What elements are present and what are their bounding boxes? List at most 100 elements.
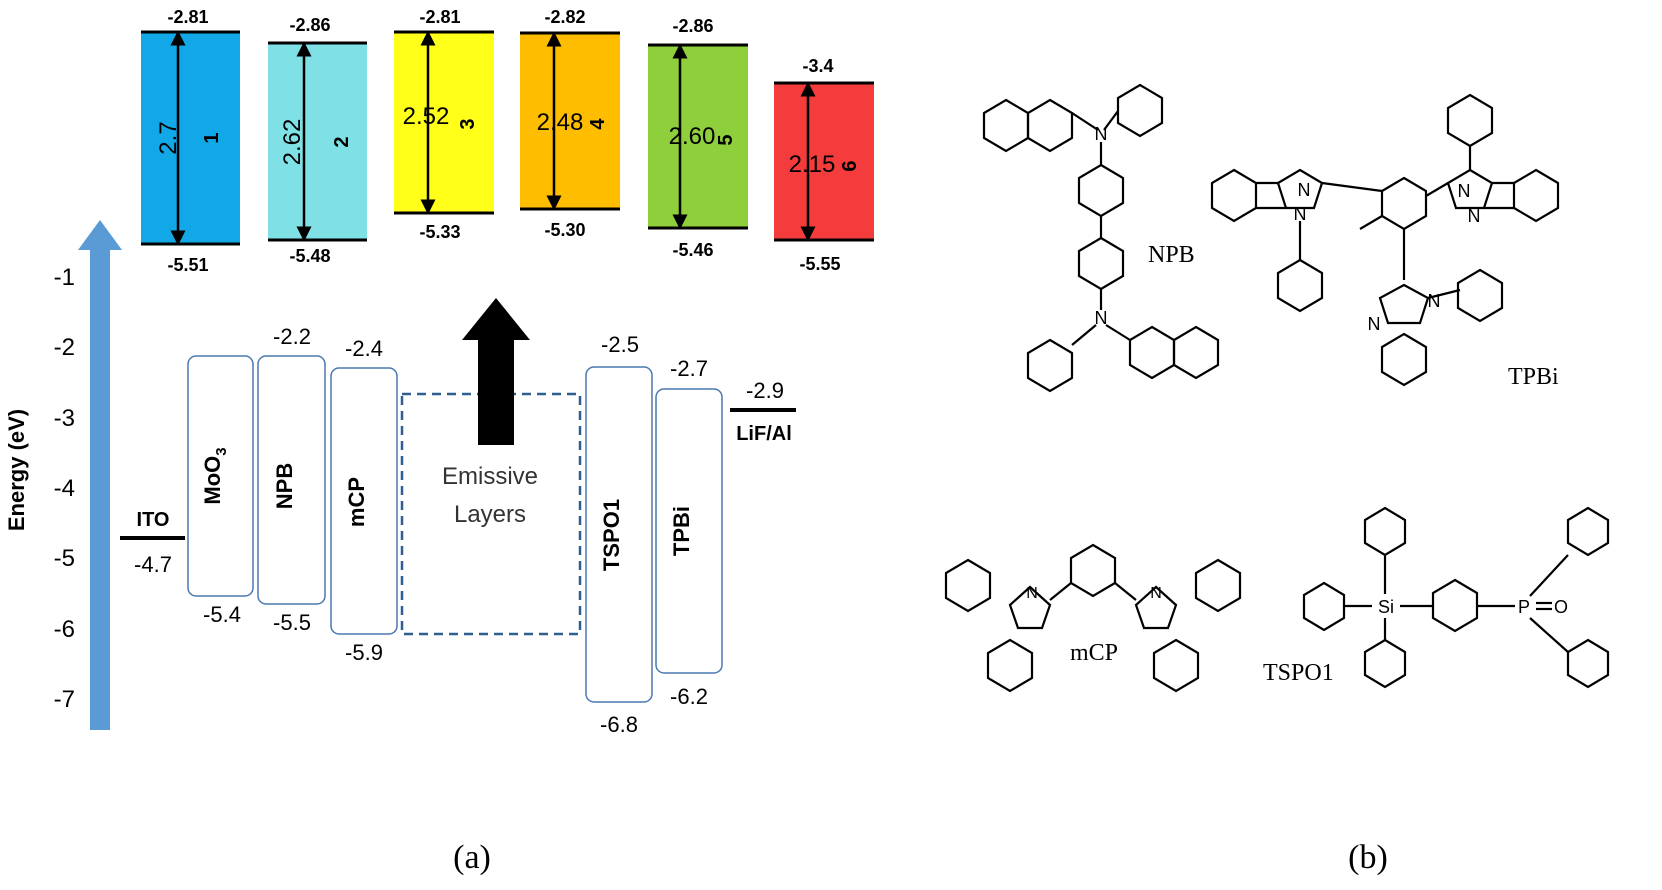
homo-level: -6.2 [670,684,708,709]
molecular-structures: N N NPB N N N [944,83,1610,693]
axis-label: Energy (eV) [4,409,29,531]
cathode-level: -2.9 [746,378,784,403]
homo-level: -5.5 [273,610,311,635]
energy-diagram: Energy (eV) -1 -2 -3 -4 -5 -6 -7 ITO -4.… [4,7,874,737]
homo-level: -5.33 [419,222,460,242]
layer-name: MoO [200,456,225,505]
atom-label: N [1150,585,1162,602]
ito-electrode: ITO -4.7 [120,509,185,577]
homo-level: -5.48 [289,246,330,266]
layer-tpbi: -2.7 TPBi -6.2 [655,356,723,709]
atom-label: N [1298,180,1311,200]
cathode-label: LiF/Al [736,423,792,445]
homo-level: -5.4 [203,602,241,627]
atom-label: O [1554,597,1568,617]
lumo-level: -2.5 [601,332,639,357]
lumo-level: -2.4 [345,336,383,361]
atom-label: Si [1378,597,1394,617]
layer-subscript: 3 [213,447,230,455]
gap-value: 2.15 [789,151,836,178]
homo-level: -5.9 [345,640,383,665]
caption-a: (a) [453,839,491,876]
molecule-label-tspo1: TSPO1 [1263,660,1334,686]
emitter-band-6: -3.4 2.15 6 -5.55 [774,56,874,274]
emitter-id: 5 [715,134,737,145]
tick-label: -3 [54,405,75,432]
layer-label: TSPO1 [599,499,624,571]
homo-level: -6.8 [600,712,638,737]
emitter-id: 3 [457,118,479,129]
emissive-label-line2: Layers [454,501,526,528]
layer-npb: -2.2 NPB -5.5 [257,324,326,635]
emitter-band-1: -2.81 2.7 1 -5.51 [141,7,240,275]
layer-label: NPB [272,463,297,509]
structure-tspo1 [1302,506,1610,689]
tick-label: -5 [54,545,75,572]
layer-tspo1: -2.5 TSPO1 -6.8 [585,332,653,737]
lumo-level: -2.86 [672,16,713,36]
emitter-band-5: -2.86 2.60 5 -5.46 [648,16,748,260]
ito-label: ITO [137,509,170,531]
gap-value: 2.48 [537,109,584,136]
molecule-label-tpbi: TPBi [1508,364,1559,390]
band-box [520,33,620,209]
lumo-level: -2.2 [273,324,311,349]
layer-mcp: -2.4 mCP -5.9 [330,336,398,665]
molecule-label-mcp: mCP [1070,640,1118,666]
lumo-level: -2.81 [419,7,460,27]
emissive-label-line1: Emissive [442,463,538,490]
homo-level: -5.51 [167,255,208,275]
band-box [141,32,240,244]
atom-label: N [1368,314,1381,334]
atom-label: N [1428,291,1441,311]
gap-value: 2.7 [155,121,182,154]
homo-level: -5.55 [799,254,840,274]
lumo-level: -2.86 [289,15,330,35]
layer-moo3: MoO3 -5.4 [187,355,254,627]
cathode-electrode: -2.9 LiF/Al [730,378,796,445]
emitter-id: 1 [201,132,223,143]
layer-label: TPBi [669,506,694,556]
structure-tpbi [1210,93,1560,387]
lumo-level: -3.4 [802,56,833,76]
atom-label: N [1294,204,1307,224]
band-box [394,32,494,213]
up-arrow [462,298,530,445]
structure-npb [982,83,1220,393]
gap-value: 2.62 [279,119,306,166]
emitter-id: 4 [587,118,609,130]
emitter-band-2: -2.86 2.62 2 -5.48 [268,15,367,266]
homo-level: -5.46 [672,240,713,260]
layer-label: MoO3 [200,447,230,504]
band-box [774,83,874,240]
band-box [648,45,748,228]
gap-value: 2.60 [669,123,716,150]
gap-value: 2.52 [403,103,450,130]
band-box [268,43,367,240]
emitter-band-3: -2.81 2.52 3 -5.33 [394,7,494,242]
lumo-level: -2.82 [544,7,585,27]
structure-mcp [944,543,1242,693]
atom-label: N [1026,585,1038,602]
emitter-id: 2 [331,136,353,147]
ito-level: -4.7 [134,552,172,577]
tick-label: -2 [54,334,75,361]
atom-label: N [1095,124,1108,144]
lumo-level: -2.7 [670,356,708,381]
layer-label: mCP [344,477,369,527]
atom-label: N [1095,308,1108,328]
atom-label: P [1518,597,1530,617]
emitter-id: 6 [839,160,861,171]
energy-axis-arrow [78,220,122,730]
emitter-band-4: -2.82 2.48 4 -5.30 [520,7,620,240]
atom-label: N [1458,181,1471,201]
lumo-level: -2.81 [167,7,208,27]
tick-label: -7 [54,686,75,713]
molecule-label-npb: NPB [1148,242,1195,268]
caption-b: (b) [1348,839,1388,876]
tick-label: -6 [54,616,75,643]
tick-label: -4 [54,475,75,502]
tick-label: -1 [54,264,75,291]
